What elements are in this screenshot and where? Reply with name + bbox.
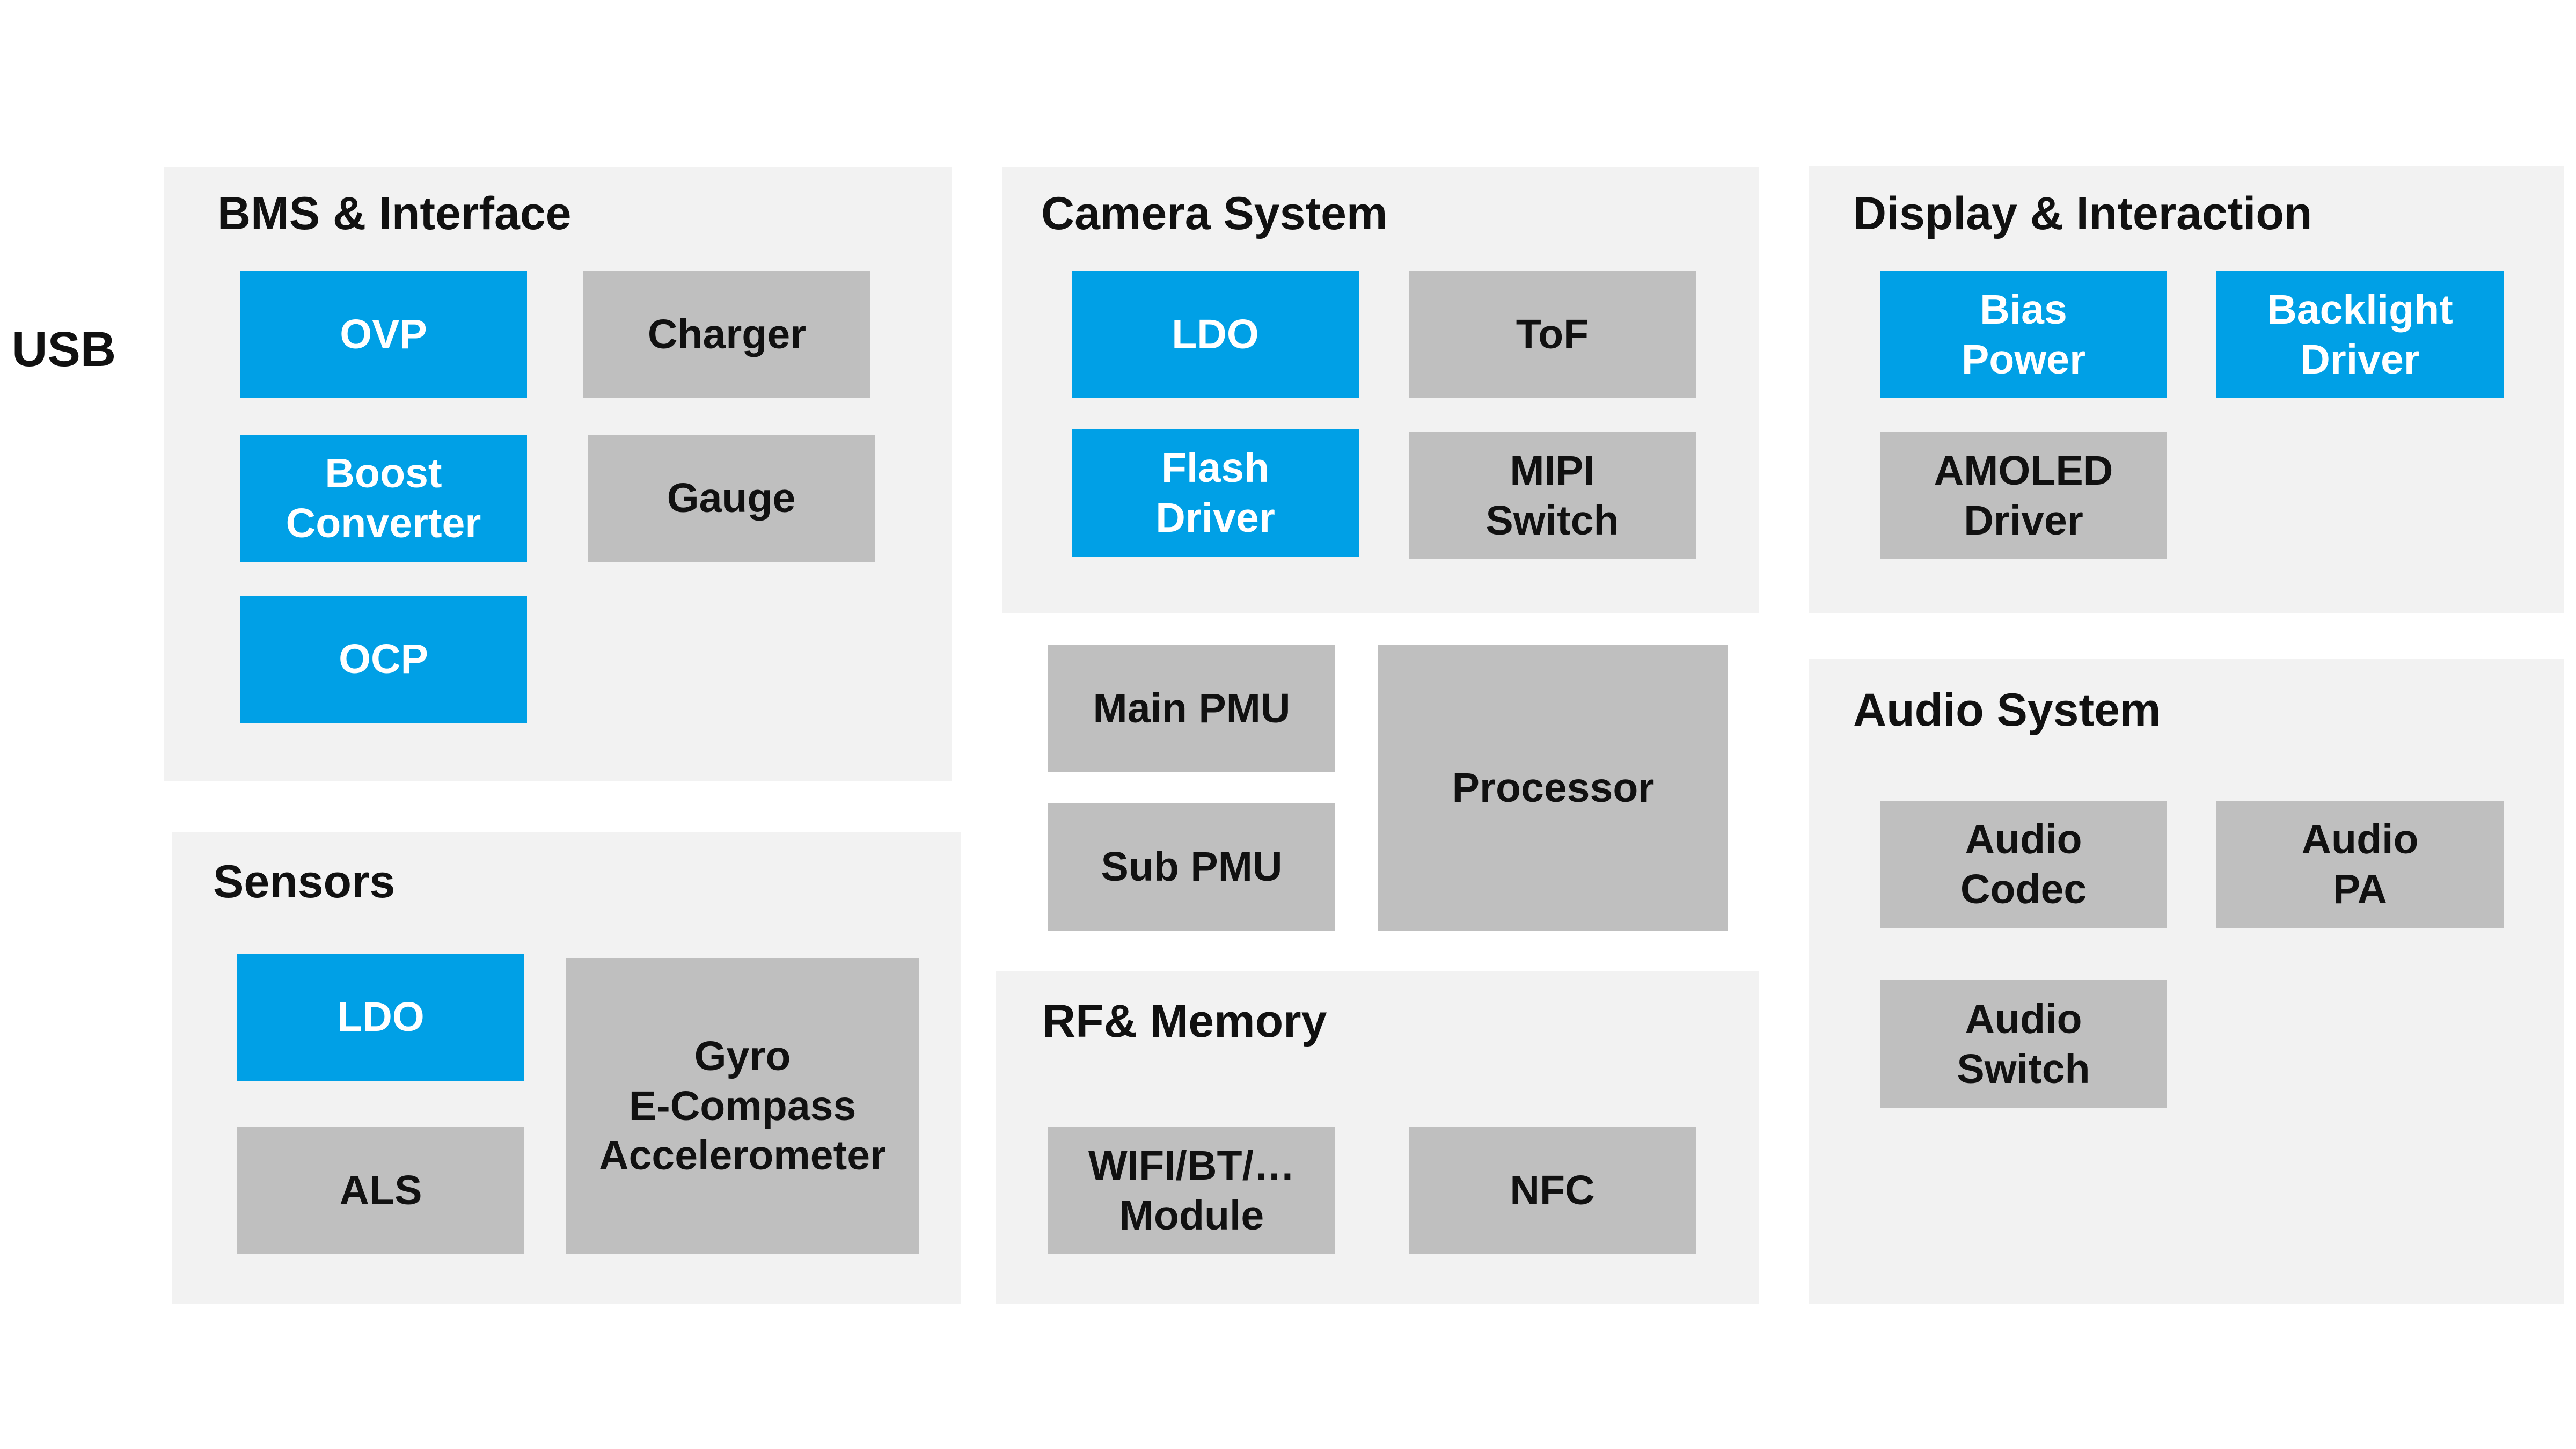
- backlight-driver-label-line: Backlight: [2267, 287, 2453, 333]
- charger-label-line: Charger: [647, 311, 807, 358]
- charger-block: Charger: [583, 271, 870, 398]
- ovp-label-line: OVP: [340, 311, 427, 358]
- nfc-block: NFC: [1409, 1127, 1696, 1254]
- audio-codec-label-line: Codec: [1960, 866, 2087, 912]
- sub-pmu-block: Sub PMU: [1048, 803, 1335, 931]
- amoled-driver-label-line: Driver: [1964, 497, 2083, 544]
- nfc-label-line: NFC: [1510, 1167, 1595, 1214]
- camera-ldo-label-line: LDO: [1172, 311, 1259, 358]
- tof-label-line: ToF: [1516, 311, 1589, 358]
- audio-pa-label-line: PA: [2332, 866, 2388, 912]
- panel-title-display-interaction: Display & Interaction: [1853, 188, 2312, 239]
- main-pmu-label-line: Main PMU: [1093, 685, 1291, 732]
- als-label-line: ALS: [339, 1167, 422, 1214]
- ovp-block: OVP: [240, 271, 527, 398]
- camera-ldo-block: LDO: [1072, 271, 1359, 398]
- panel-title-sensors: Sensors: [213, 856, 396, 908]
- sensors-ldo-block: LDO: [237, 954, 524, 1081]
- wifi-bt-module-label-line: WIFI/BT/…: [1088, 1143, 1295, 1189]
- boost-converter-label-line: Converter: [286, 500, 481, 546]
- audio-switch-label-line: Audio: [1965, 996, 2082, 1043]
- mipi-switch-label-line: MIPI: [1510, 448, 1595, 494]
- panel-title-bms-interface: BMS & Interface: [217, 188, 572, 239]
- gauge-label-line: Gauge: [667, 475, 796, 522]
- ocp-label-line: OCP: [339, 636, 428, 683]
- flash-driver-label-line: Flash: [1161, 445, 1270, 492]
- gauge-block: Gauge: [588, 435, 875, 562]
- als-block: ALS: [237, 1127, 524, 1254]
- motion-sensors-label-line: Gyro: [694, 1033, 791, 1080]
- audio-switch-label-line: Switch: [1957, 1045, 2090, 1092]
- audio-pa-label-line: Audio: [2301, 816, 2419, 863]
- panel-title-rf-memory: RF& Memory: [1042, 996, 1327, 1047]
- amoled-driver-label-line: AMOLED: [1934, 448, 2113, 494]
- sub-pmu-label-line: Sub PMU: [1101, 844, 1283, 890]
- motion-sensors-label-line: E-Compass: [628, 1082, 857, 1129]
- bias-power-label-line: Bias: [1980, 287, 2067, 333]
- motion-sensors-label-line: Accelerometer: [598, 1132, 886, 1179]
- boost-converter-label-line: Boost: [325, 450, 442, 497]
- backlight-driver-label-line: Driver: [2300, 336, 2420, 383]
- wifi-bt-module-block: WIFI/BT/…Module: [1048, 1127, 1335, 1254]
- panel-title-audio-system: Audio System: [1853, 684, 2161, 736]
- wifi-bt-module-label-line: Module: [1119, 1192, 1264, 1239]
- tof-block: ToF: [1409, 271, 1696, 398]
- usb-label: USB: [12, 322, 116, 377]
- processor-block: Processor: [1378, 645, 1728, 931]
- flash-driver-label-line: Driver: [1155, 494, 1275, 541]
- processor-label-line: Processor: [1452, 764, 1655, 811]
- bias-power-label-line: Power: [1961, 336, 2086, 383]
- panel-title-camera-system: Camera System: [1041, 188, 1388, 239]
- sensors-ldo-label-line: LDO: [337, 994, 425, 1041]
- mipi-switch-label-line: Switch: [1485, 497, 1619, 544]
- main-pmu-block: Main PMU: [1048, 645, 1335, 772]
- ocp-block: OCP: [240, 596, 527, 723]
- audio-codec-label-line: Audio: [1965, 816, 2082, 863]
